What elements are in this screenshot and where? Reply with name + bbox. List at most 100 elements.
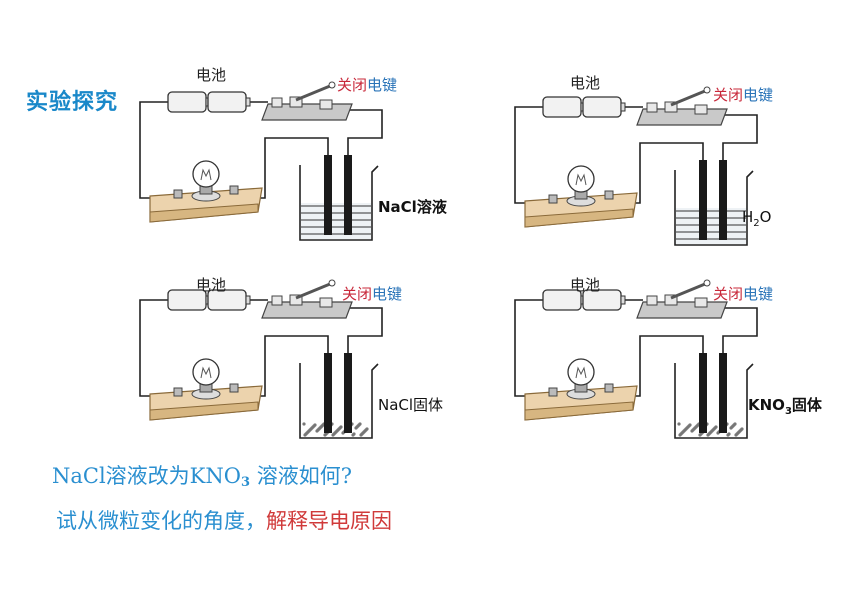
question-line-1: NaCl溶液改为KNO3 溶液如何? bbox=[52, 460, 352, 490]
bulb-terminal bbox=[548, 387, 558, 397]
switch-label-part2: 电键 bbox=[367, 76, 397, 94]
electrode bbox=[324, 155, 332, 235]
switch-label: 关闭电键 bbox=[713, 86, 773, 104]
switch-handle bbox=[328, 81, 336, 89]
switch-label: 关闭电键 bbox=[713, 285, 773, 303]
battery-cell bbox=[582, 96, 622, 118]
solid-grain bbox=[733, 422, 737, 426]
question-line-1-sub: 3 bbox=[240, 475, 251, 490]
switch-post bbox=[664, 101, 678, 113]
battery-terminal bbox=[620, 295, 626, 305]
battery-label: 电池 bbox=[196, 276, 226, 294]
bulb-glass bbox=[192, 160, 220, 188]
switch-post bbox=[271, 295, 283, 306]
beaker-liquid bbox=[676, 208, 746, 244]
wire bbox=[514, 299, 543, 397]
wire bbox=[630, 142, 704, 204]
battery-label: 电池 bbox=[570, 74, 600, 92]
switch-handle bbox=[328, 279, 336, 287]
wire bbox=[255, 137, 329, 199]
switch-post bbox=[664, 294, 678, 306]
battery-cell bbox=[207, 91, 247, 113]
bulb-glass bbox=[192, 358, 220, 386]
electrode bbox=[719, 353, 727, 433]
switch-handle bbox=[703, 86, 711, 94]
wire bbox=[720, 307, 758, 353]
bulb-terminal bbox=[604, 383, 614, 393]
solution-label: NaCl固体 bbox=[378, 396, 443, 414]
switch-post bbox=[271, 97, 283, 108]
formula-tail: O bbox=[760, 208, 772, 226]
solid-grain bbox=[365, 427, 369, 431]
solution-label: NaCl溶液 bbox=[378, 198, 448, 216]
circuit-panel-2 bbox=[514, 86, 758, 246]
circuit-panel-4 bbox=[514, 279, 758, 439]
bulb-filament bbox=[575, 366, 587, 379]
circuit-panel-3 bbox=[139, 279, 383, 439]
electrode bbox=[699, 160, 707, 240]
bulb-board-edge bbox=[149, 401, 259, 421]
wire bbox=[139, 101, 168, 199]
bulb-filament bbox=[200, 366, 212, 379]
question-line-2-blue: 试从微粒变化的角度， bbox=[56, 509, 266, 533]
switch-label-part1: 关闭 bbox=[713, 86, 743, 104]
formula-subscript: 2 bbox=[753, 218, 759, 229]
switch-post bbox=[694, 104, 708, 115]
question-line-2-red: 解释导电原因 bbox=[266, 509, 392, 533]
wire bbox=[345, 307, 383, 353]
solution-label: H2O bbox=[742, 208, 771, 229]
circuit-panel-1 bbox=[139, 81, 383, 241]
electrode bbox=[719, 160, 727, 240]
bulb-terminal bbox=[229, 383, 239, 393]
switch-label-part1: 关闭 bbox=[342, 285, 372, 303]
switch-post bbox=[694, 297, 708, 308]
question-line-1-post: 溶液如何? bbox=[250, 464, 352, 488]
electrode bbox=[324, 353, 332, 433]
switch-label-part1: 关闭 bbox=[713, 285, 743, 303]
wire bbox=[255, 335, 329, 397]
question-line-2: 试从微粒变化的角度，解释导电原因 bbox=[56, 505, 392, 535]
switch-blade bbox=[670, 89, 706, 107]
bulb-terminal bbox=[604, 190, 614, 200]
switch-label-part2: 电键 bbox=[743, 285, 773, 303]
switch-label-part1: 关闭 bbox=[337, 76, 367, 94]
solid-grain bbox=[339, 425, 343, 429]
switch-post bbox=[319, 99, 333, 110]
battery-terminal bbox=[245, 97, 251, 107]
battery-cell bbox=[542, 96, 582, 118]
switch-label: 关闭电键 bbox=[337, 76, 397, 94]
question-line-1-pre: NaCl溶液改为KNO bbox=[52, 464, 241, 488]
wire bbox=[514, 106, 543, 204]
beaker-liquid bbox=[301, 203, 371, 239]
switch-label-part2: 电键 bbox=[372, 285, 402, 303]
switch-post bbox=[289, 294, 303, 306]
switch-blade bbox=[295, 84, 331, 102]
bulb-terminal bbox=[548, 194, 558, 204]
bulb-board-edge bbox=[149, 203, 259, 223]
beaker bbox=[674, 363, 754, 439]
electrode bbox=[344, 155, 352, 235]
battery-terminal bbox=[245, 295, 251, 305]
page-title: 实验探究 bbox=[26, 90, 119, 115]
switch-handle bbox=[703, 279, 711, 287]
switch-post bbox=[646, 102, 658, 113]
battery-label: 电池 bbox=[196, 66, 226, 84]
beaker bbox=[299, 363, 379, 439]
solution-label: KNO3固体 bbox=[748, 396, 823, 417]
bulb-board-edge bbox=[524, 208, 634, 228]
wire bbox=[345, 109, 383, 155]
bulb-terminal bbox=[173, 189, 183, 199]
solid-grain bbox=[740, 427, 744, 431]
switch-post bbox=[319, 297, 333, 308]
electrode bbox=[344, 353, 352, 433]
switch-post bbox=[289, 96, 303, 108]
solid-grain bbox=[352, 432, 356, 436]
beaker bbox=[674, 170, 754, 246]
beaker bbox=[299, 165, 379, 241]
bulb-terminal bbox=[173, 387, 183, 397]
wire bbox=[720, 114, 758, 160]
solid-grain bbox=[358, 422, 362, 426]
formula-main: H bbox=[742, 208, 753, 226]
battery-cell bbox=[167, 91, 207, 113]
